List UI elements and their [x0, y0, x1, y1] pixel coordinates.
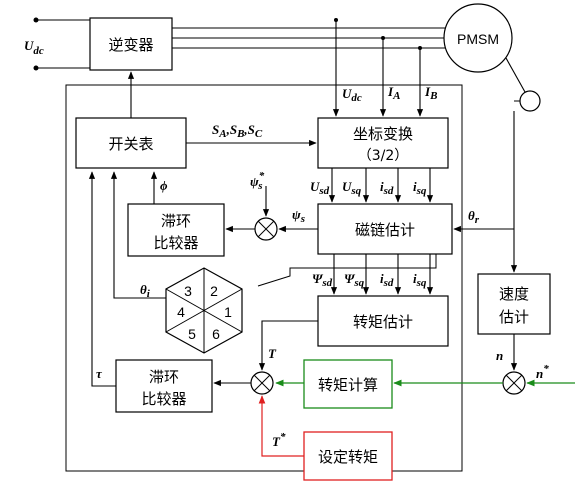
set-torque-label: 设定转矩 — [318, 448, 378, 466]
psisq-label: Ψsq — [344, 271, 365, 289]
psisd-label: Ψsd — [312, 271, 333, 289]
torque-estimator-label: 转矩估计 — [353, 313, 413, 331]
encoder — [519, 90, 541, 112]
ia-label: IA — [387, 84, 400, 102]
phase-lines — [172, 27, 448, 49]
isq-label: isq — [413, 179, 427, 197]
t-label: T — [268, 346, 277, 361]
ib-label: IB — [424, 84, 437, 102]
torque-hysteresis-block: 滞环 比较器 — [115, 359, 213, 413]
psi-s-label: ψs — [292, 207, 305, 225]
theta-r-label: θr — [468, 208, 480, 226]
torque-hysteresis-label-1: 滞环 — [149, 368, 179, 386]
theta-i-label: θi — [140, 282, 151, 300]
usd-label: Usd — [310, 179, 330, 197]
pmsm-motor: PMSM — [443, 3, 513, 73]
usq-label: Usq — [342, 179, 362, 197]
torque-hysteresis-label-2: 比较器 — [141, 390, 186, 408]
speed-estimator-label-1: 速度 — [499, 285, 529, 303]
isd-label: isd — [380, 179, 394, 197]
sector-1: 1 — [224, 304, 232, 320]
inverter-block: 逆变器 — [89, 17, 173, 71]
speed-estimator-block: 速度 估计 — [477, 273, 551, 335]
flux-estimator-block: 磁链估计 — [317, 203, 453, 255]
coord-to-flux-arrows — [328, 168, 434, 203]
switch-table-label: 开关表 — [108, 135, 153, 153]
sector-3: 3 — [184, 283, 192, 299]
sector-hexagon: 2 3 4 1 5 6 — [165, 267, 243, 354]
tau-label: τ — [96, 366, 103, 381]
flux-sum-junction — [254, 217, 278, 241]
coord-transform-block: 坐标变换 （3/2） — [317, 117, 449, 169]
t-ref-label: T* — [272, 431, 286, 449]
torque-calc-block: 转矩计算 — [303, 359, 393, 409]
phi-label: ϕ — [160, 178, 168, 193]
flux-hysteresis-label-2: 比较器 — [153, 234, 198, 252]
controller-frame — [65, 84, 463, 472]
torque-sum-junction — [250, 371, 274, 395]
switch-table-block: 开关表 — [75, 117, 187, 169]
flux-hysteresis-block: 滞环 比较器 — [127, 203, 225, 257]
torque-calc-label: 转矩计算 — [318, 376, 378, 394]
n-ref-label: n* — [536, 363, 549, 381]
torque-estimator-block: 转矩估计 — [317, 295, 449, 347]
flux-hysteresis-label-1: 滞环 — [161, 212, 191, 230]
udc-input-label: Udc — [24, 38, 44, 57]
inverter-label: 逆变器 — [108, 36, 153, 54]
set-torque-block: 设定转矩 — [303, 431, 393, 481]
coord-transform-label-2: （3/2） — [358, 148, 409, 164]
sector-4: 4 — [177, 304, 185, 320]
sabc-label: SA,SB,SC — [212, 122, 263, 140]
n-label: n — [496, 348, 503, 363]
sector-2: 2 — [210, 283, 218, 299]
sector-6: 6 — [212, 326, 220, 342]
dc-link — [33, 17, 90, 71]
coord-transform-label-1: 坐标变换 — [353, 125, 413, 143]
isq2-label: isq — [413, 271, 427, 289]
flux-estimator-label: 磁链估计 — [355, 221, 415, 239]
speed-sum-junction — [502, 371, 526, 395]
speed-estimator-label-2: 估计 — [499, 308, 529, 326]
psi-ref-label: ψ*s — [250, 170, 265, 192]
motor-label: PMSM — [457, 31, 499, 47]
sector-5: 5 — [188, 326, 196, 342]
udc-meas-label: Udc — [342, 86, 362, 104]
isd2-label: isd — [380, 271, 394, 289]
